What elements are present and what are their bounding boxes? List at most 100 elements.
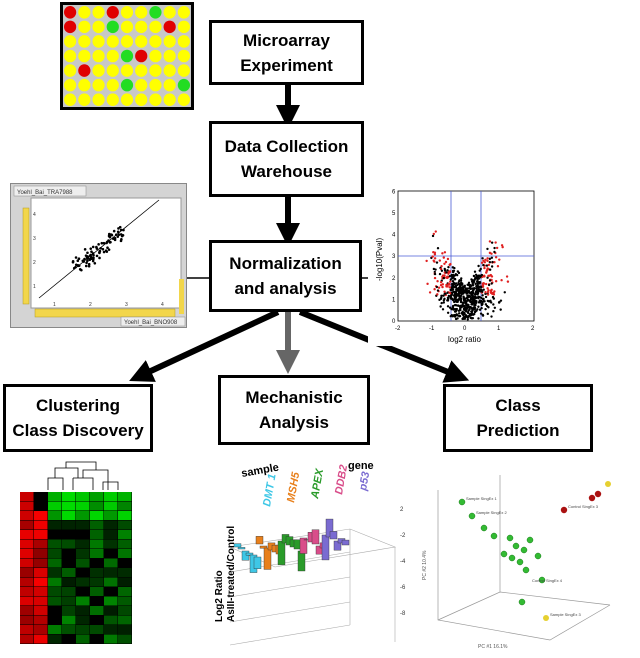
heatmap-cell — [62, 568, 76, 577]
volcano-point — [455, 285, 457, 287]
scatter-point — [78, 257, 81, 260]
volcano-point — [481, 262, 483, 264]
scatter-point — [121, 235, 124, 238]
scatter-point — [103, 242, 106, 245]
volcano-point — [434, 252, 436, 254]
microarray-spot — [178, 93, 190, 106]
volcano-point — [440, 296, 442, 298]
scatter-point — [75, 256, 78, 259]
volcano-point — [481, 304, 483, 306]
heatmap-cell — [76, 587, 90, 596]
volcano-point — [496, 247, 498, 249]
scatter-dropdown-top[interactable]: Yoehl_Bai_TRA7988 — [17, 190, 73, 196]
volcano-ytick: 5 — [392, 211, 396, 217]
microarray-experiment-label: Microarray Experiment — [240, 28, 333, 78]
heatmap-cell — [48, 492, 62, 501]
heatmap-cell — [76, 549, 90, 558]
microarray-spot — [178, 6, 190, 19]
pca-point-green — [501, 551, 507, 557]
scatter-point — [84, 248, 87, 251]
microarray-spot — [64, 93, 76, 106]
mech-bar — [342, 540, 349, 545]
volcano-point — [498, 258, 500, 260]
mech-bar — [238, 547, 245, 549]
volcano-point — [471, 313, 473, 315]
heatmap-cell — [62, 492, 76, 501]
microarray-spot — [78, 35, 90, 48]
heatmap-cell — [76, 511, 90, 520]
microarray-spot — [149, 6, 161, 19]
volcano-point — [458, 296, 460, 298]
pca-point-yellow — [605, 481, 611, 487]
volcano-point — [480, 307, 482, 309]
scatter-point — [105, 249, 108, 252]
heatmap-cell — [118, 530, 132, 539]
scatter-point — [115, 233, 118, 236]
volcano-point — [443, 299, 445, 301]
volcano-point — [470, 298, 472, 300]
volcano-point — [476, 280, 478, 282]
heatmap-cell — [48, 625, 62, 634]
scatter-point — [92, 257, 95, 260]
volcano-point — [462, 288, 464, 290]
volcano-point — [493, 297, 495, 299]
microarray-spot — [64, 35, 76, 48]
pca-point-green — [509, 555, 515, 561]
volcano-point — [433, 288, 435, 290]
microarray-spot — [164, 79, 176, 92]
heatmap-cell — [34, 606, 48, 615]
mech-gene-label: p53 — [357, 471, 372, 493]
heatmap-cell — [90, 625, 104, 634]
microarray-spot — [135, 50, 147, 63]
volcano-point — [476, 293, 478, 295]
mech-ytick: -8 — [400, 611, 406, 617]
volcano-point — [443, 274, 445, 276]
volcano-point — [472, 317, 474, 319]
heatmap-cell — [20, 606, 34, 615]
heatmap-cell — [34, 530, 48, 539]
microarray-spot — [121, 21, 133, 34]
volcano-point — [491, 293, 493, 295]
microarray-spot — [149, 79, 161, 92]
volcano-point — [494, 307, 496, 309]
microarray-spot — [107, 21, 119, 34]
scatter-point — [88, 265, 91, 268]
scatter-point — [73, 267, 76, 270]
mech-ytick: 2 — [400, 507, 404, 513]
heatmap-cell — [90, 511, 104, 520]
volcano-point — [469, 287, 471, 289]
mech-ylabel-line: AsIII-treated/Control — [226, 526, 237, 622]
heatmap-cell — [48, 559, 62, 568]
scatter-point — [87, 257, 90, 260]
volcano-point — [434, 257, 436, 259]
volcano-point — [458, 280, 460, 282]
pca-point-green — [491, 533, 497, 539]
volcano-point — [472, 308, 474, 310]
microarray-spot — [107, 79, 119, 92]
volcano-point — [447, 312, 449, 314]
heatmap-cell — [76, 530, 90, 539]
heatmap-cell — [20, 568, 34, 577]
volcano-point — [485, 270, 487, 272]
volcano-point — [474, 304, 476, 306]
volcano-point — [455, 310, 457, 312]
volcano-point — [474, 311, 476, 313]
heatmap-cell — [48, 549, 62, 558]
heatmap-cell — [48, 587, 62, 596]
heatmap-cell — [34, 492, 48, 501]
scatter-point — [85, 265, 88, 268]
microarray-spot — [78, 93, 90, 106]
volcano-point — [434, 273, 436, 275]
heatmap-cell — [118, 578, 132, 587]
heatmap-cell — [90, 492, 104, 501]
scatter-point — [72, 260, 75, 263]
heatmap-cell — [20, 587, 34, 596]
scatter-dropdown-bottom[interactable]: Yoehl_Bai_BNO908 — [124, 320, 178, 326]
volcano-point — [501, 244, 503, 246]
heatmap-cell — [118, 587, 132, 596]
heatmap-cell — [34, 540, 48, 549]
microarray-spot — [78, 64, 90, 77]
volcano-point — [483, 267, 485, 269]
heatmap-cell — [62, 502, 76, 511]
scatter-ytick: 2 — [33, 260, 36, 266]
